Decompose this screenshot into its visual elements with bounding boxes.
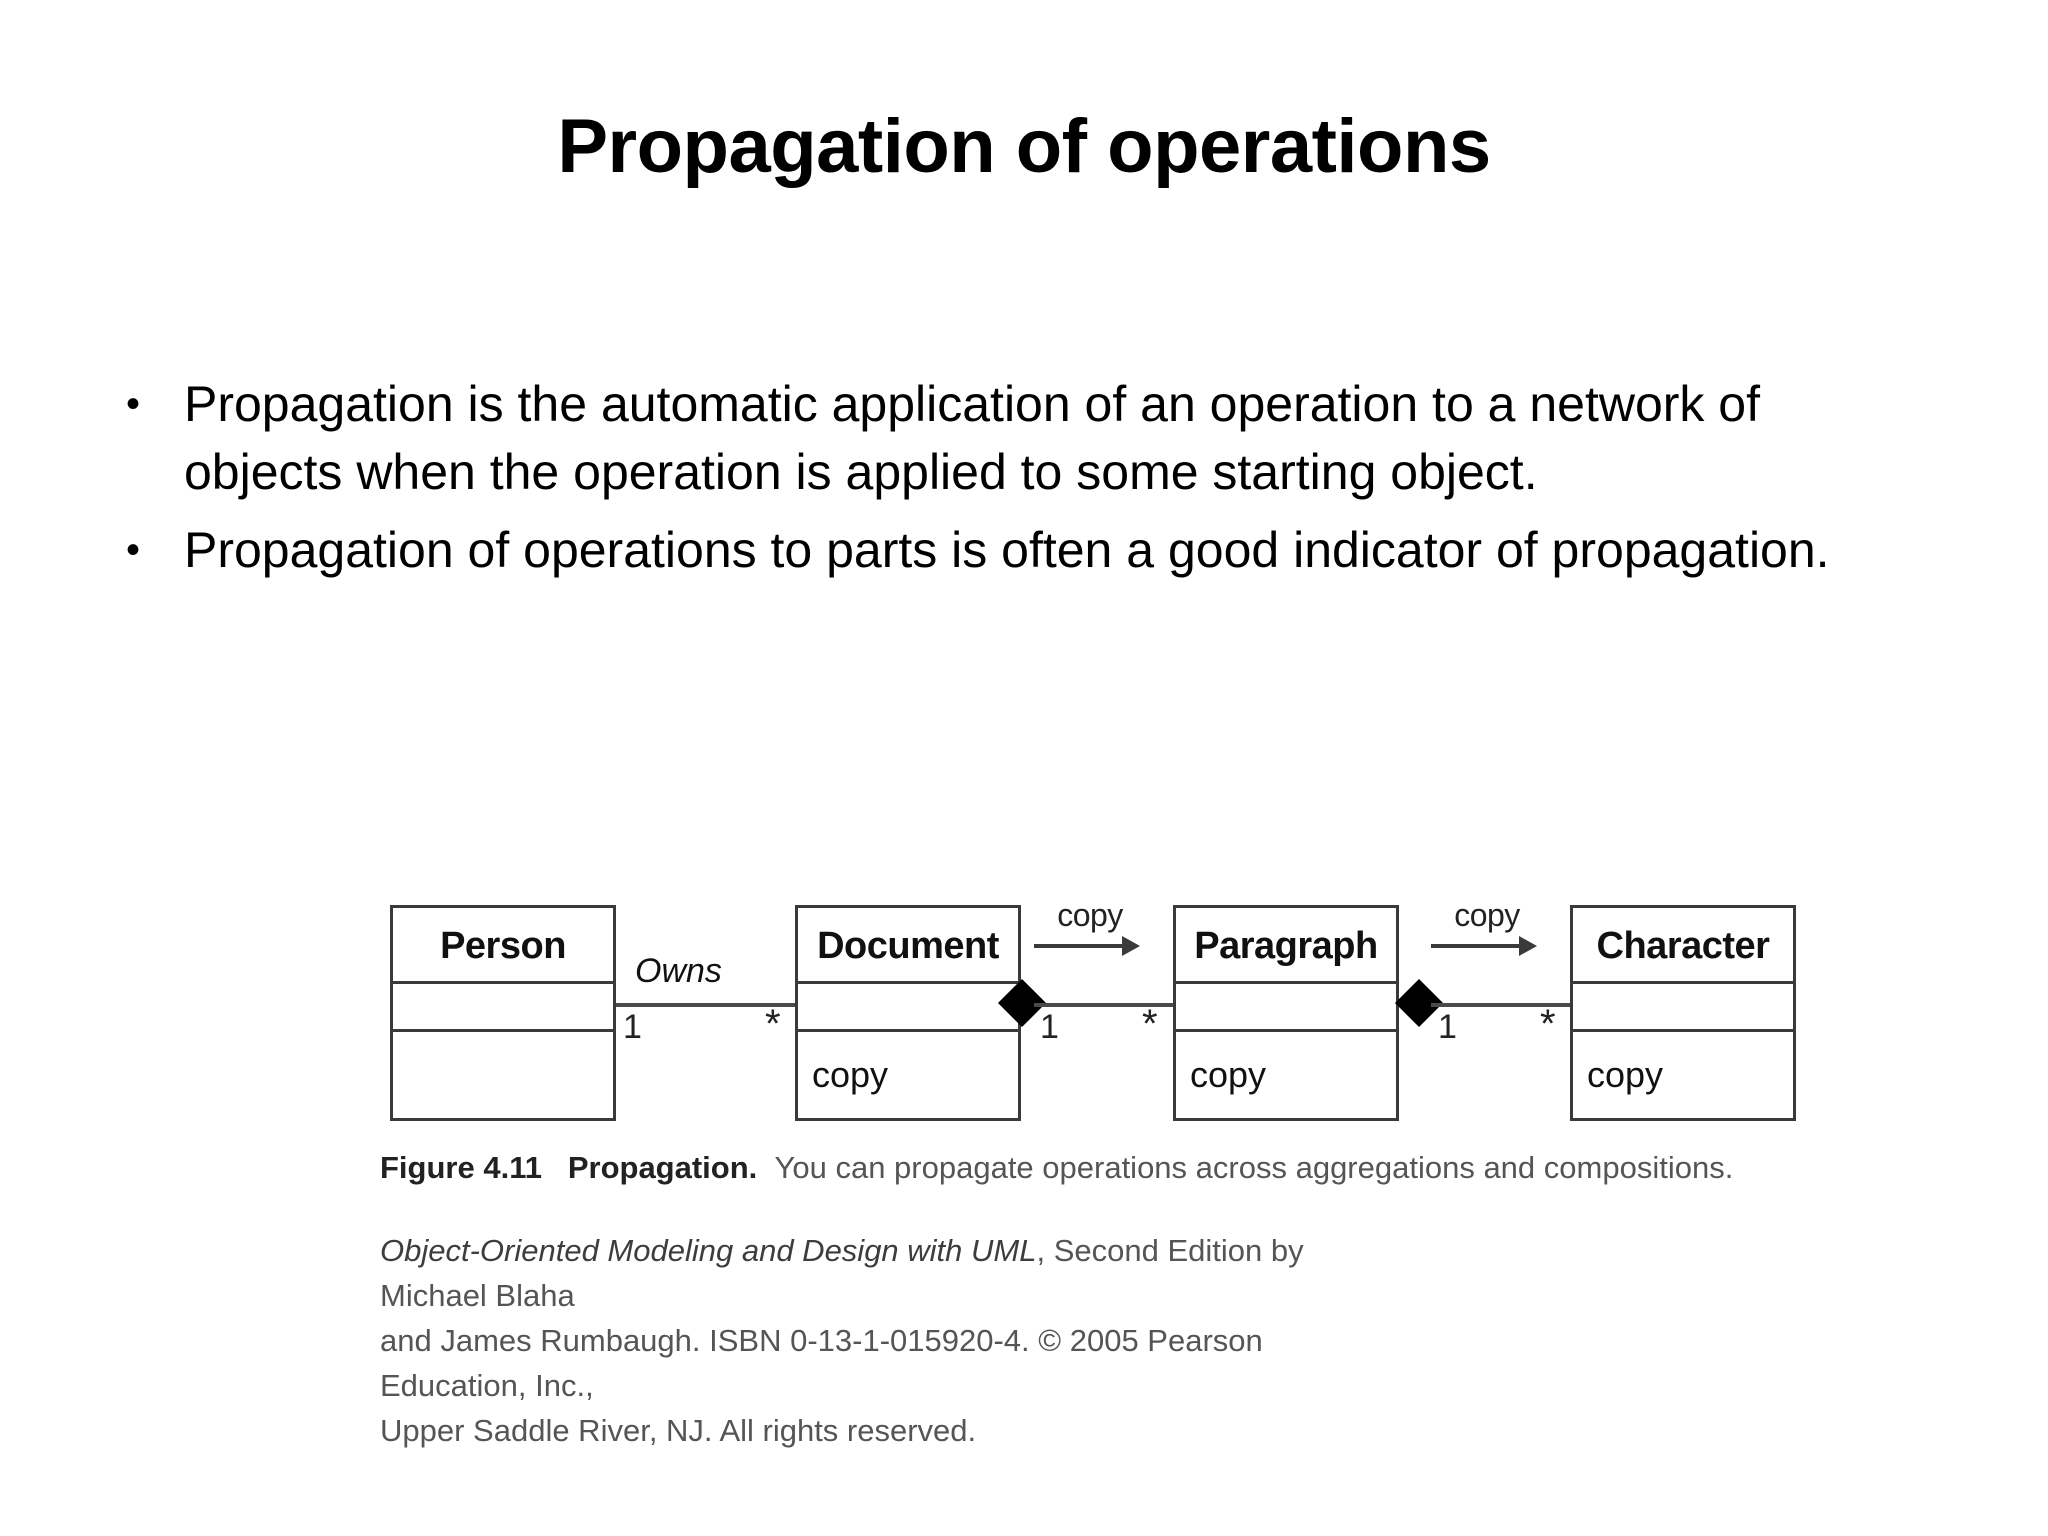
copy-label: copy bbox=[1057, 897, 1123, 933]
copy-propagation-annotation-1: copy bbox=[1030, 898, 1150, 958]
uml-class-attributes bbox=[1176, 984, 1396, 1032]
copy-label: copy bbox=[1454, 897, 1520, 933]
book-edition-author: , Second Edition by Michael Blaha bbox=[380, 1233, 1304, 1313]
uml-class-attributes bbox=[798, 984, 1018, 1032]
uml-class-paragraph: Paragraph copy bbox=[1173, 905, 1399, 1121]
list-item: • Propagation of operations to parts is … bbox=[112, 516, 1952, 584]
figure-caption: Figure 4.11 Propagation. You can propaga… bbox=[380, 1148, 1780, 1188]
propagation-arrow-icon bbox=[1427, 936, 1547, 958]
uml-class-name: Paragraph bbox=[1176, 908, 1396, 984]
multiplicity-paragraph-part-end: * bbox=[1142, 1002, 1158, 1046]
multiplicity-document-whole-end: 1 bbox=[1040, 1008, 1059, 1046]
multiplicity-paragraph-whole-end: 1 bbox=[1438, 1008, 1457, 1046]
attribution-line-1: Object-Oriented Modeling and Design with… bbox=[380, 1228, 1380, 1318]
bullet-text: Propagation is the automatic application… bbox=[184, 376, 1761, 500]
propagation-arrow-icon bbox=[1030, 936, 1150, 958]
association-label-owns: Owns bbox=[635, 952, 722, 990]
attribution-line-2: and James Rumbaugh. ISBN 0-13-1-015920-4… bbox=[380, 1323, 1263, 1403]
bullet-list: • Propagation is the automatic applicati… bbox=[112, 370, 1952, 594]
multiplicity-character-part-end: * bbox=[1540, 1002, 1556, 1046]
uml-figure: Person Owns 1 * Document copy 1 * copy bbox=[380, 890, 1810, 1140]
uml-class-name: Character bbox=[1573, 908, 1793, 984]
uml-class-name: Person bbox=[393, 908, 613, 984]
uml-class-document: Document copy bbox=[795, 905, 1021, 1121]
list-item: • Propagation is the automatic applicati… bbox=[112, 370, 1952, 506]
bullet-marker-icon: • bbox=[126, 382, 141, 426]
bullet-text: Propagation of operations to parts is of… bbox=[184, 522, 1830, 578]
association-line-document-paragraph bbox=[1034, 1003, 1174, 1007]
multiplicity-person-end: 1 bbox=[623, 1008, 642, 1046]
uml-class-character: Character copy bbox=[1570, 905, 1796, 1121]
attribution-line-3: Upper Saddle River, NJ. All rights reser… bbox=[380, 1413, 977, 1448]
uml-class-operations bbox=[393, 1032, 613, 1118]
uml-class-operations: copy bbox=[812, 1054, 889, 1095]
association-line-paragraph-character bbox=[1431, 1003, 1571, 1007]
uml-class-operations: copy bbox=[1587, 1054, 1664, 1095]
uml-diagram: Person Owns 1 * Document copy 1 * copy bbox=[380, 890, 1810, 1140]
multiplicity-document-end: * bbox=[765, 1002, 781, 1046]
bullet-marker-icon: • bbox=[126, 528, 141, 572]
figure-caption-text: You can propagate operations across aggr… bbox=[774, 1150, 1734, 1185]
attribution-block: Object-Oriented Modeling and Design with… bbox=[380, 1228, 1380, 1453]
copy-propagation-annotation-2: copy bbox=[1427, 898, 1547, 958]
association-line-owns bbox=[616, 1003, 796, 1007]
page-title: Propagation of operations bbox=[557, 104, 1491, 189]
uml-class-operations: copy bbox=[1190, 1054, 1267, 1095]
uml-class-attributes bbox=[1573, 984, 1793, 1032]
figure-number: Figure 4.11 bbox=[380, 1150, 542, 1185]
uml-class-person: Person bbox=[390, 905, 616, 1121]
book-title: Object-Oriented Modeling and Design with… bbox=[380, 1233, 1037, 1268]
figure-title: Propagation. bbox=[567, 1150, 758, 1185]
uml-class-attributes bbox=[393, 984, 613, 1032]
uml-class-name: Document bbox=[798, 908, 1018, 984]
